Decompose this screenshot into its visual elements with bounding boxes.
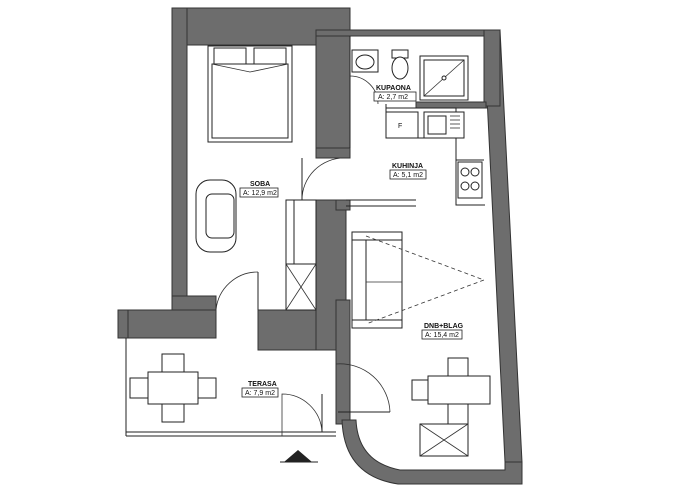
room-label-soba: SOBA A: 12,9 m2 [239, 181, 279, 198]
room-label-terasa: TERASA A: 7,9 m2 [241, 381, 279, 398]
chair-icon [447, 403, 469, 425]
room-name: KUPAONA [376, 85, 411, 92]
chair-icon [161, 353, 185, 373]
room-area: A: 12,9 m2 [243, 190, 277, 197]
chair-icon [129, 377, 149, 399]
room-area: A: 5,1 m2 [393, 172, 423, 179]
kitchen-sink-icon [423, 111, 465, 139]
room-area: A: 15,4 m2 [425, 332, 459, 339]
crossed-box [419, 423, 469, 457]
chair-icon [411, 379, 429, 401]
chair-icon [447, 357, 469, 377]
room-label-kupaona: KUPAONA A: 2,7 m2 [373, 85, 417, 102]
room-name: TERASA [248, 381, 277, 388]
dining-table-icon [129, 353, 217, 423]
bed-icon [207, 45, 293, 143]
room-name: DNB+BLAG [424, 323, 464, 330]
chair-icon [161, 403, 185, 423]
room-name: SOBA [250, 181, 270, 188]
armchair-icon [195, 179, 237, 253]
stove-icon [457, 161, 483, 199]
door-swing-icon [215, 75, 391, 436]
chair-icon [197, 377, 217, 399]
walls [117, 7, 523, 485]
room-label-kuhinja: KUHINJA A: 5,1 m2 [389, 163, 427, 180]
fridge-label: F [398, 123, 402, 130]
dining-table-icon [411, 357, 491, 425]
sink-icon [351, 49, 379, 73]
sofa-icon [351, 231, 486, 329]
entrance-arrow-icon [284, 450, 312, 462]
room-area: A: 7,9 m2 [245, 390, 275, 397]
room-label-dnb-blag: DNB+BLAG A: 15,4 m2 [421, 323, 464, 340]
fridge-icon: F [385, 111, 419, 139]
shower-icon [419, 55, 469, 101]
toilet-icon [391, 49, 409, 80]
room-name: KUHINJA [392, 163, 423, 170]
room-area: A: 2,7 m2 [378, 94, 408, 101]
